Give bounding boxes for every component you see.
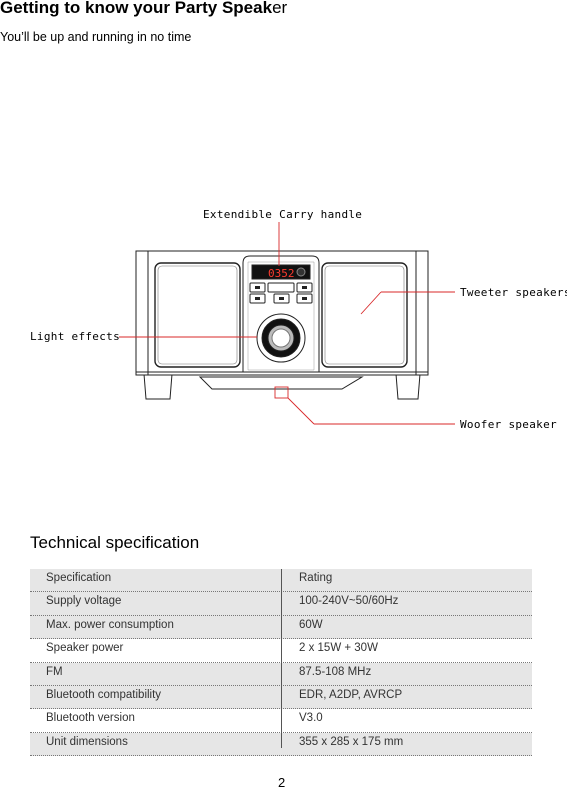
spec-value: V3.0 bbox=[299, 712, 323, 725]
base-stand bbox=[198, 376, 364, 390]
callout-carry-handle: Extendible Carry handle bbox=[203, 208, 363, 221]
volume-knob bbox=[256, 313, 306, 363]
spec-value: 2 x 15W + 30W bbox=[299, 642, 378, 655]
table-column-divider bbox=[281, 569, 282, 748]
page-title: Getting to know your Party Speaker bbox=[0, 0, 287, 18]
page-title-main: Getting to know your Party Speak bbox=[0, 0, 273, 17]
center-console bbox=[242, 255, 320, 373]
right-foot bbox=[395, 373, 421, 400]
callout-light-effects: Light effects bbox=[30, 330, 120, 343]
right-speaker-panel bbox=[321, 262, 408, 368]
page-subtitle: You’ll be up and running in no time bbox=[0, 30, 192, 44]
spec-value: EDR, A2DP, AVRCP bbox=[299, 688, 403, 701]
spec-label: Bluetooth compatibility bbox=[46, 688, 162, 701]
spec-heading: Technical specification bbox=[30, 533, 200, 552]
spec-label: Max. power consumption bbox=[46, 618, 174, 631]
spec-value: 100-240V~50/60Hz bbox=[299, 595, 399, 608]
party-speaker-diagram: 0352 bbox=[119, 222, 455, 425]
spec-value: 355 x 285 x 175 mm bbox=[299, 735, 404, 748]
page-title-tail: er bbox=[272, 0, 288, 17]
spec-label: Speaker power bbox=[46, 642, 124, 655]
spec-label: Supply voltage bbox=[46, 595, 122, 608]
spec-label: Bluetooth version bbox=[46, 712, 135, 725]
left-foot bbox=[143, 373, 173, 400]
callout-tweeter-speakers: Tweeter speakers bbox=[460, 286, 567, 299]
display-panel bbox=[251, 264, 311, 280]
page-number: 2 bbox=[278, 775, 286, 790]
spec-label: Unit dimensions bbox=[46, 735, 128, 748]
spec-label: Specification bbox=[46, 572, 112, 584]
spec-value: Rating bbox=[299, 572, 333, 584]
spec-value: 60W bbox=[299, 618, 323, 631]
spec-label: FM bbox=[46, 665, 63, 678]
callout-woofer-speaker: Woofer speaker bbox=[460, 418, 557, 431]
speaker-illustration bbox=[135, 250, 429, 400]
spec-value: 87.5-108 MHz bbox=[299, 665, 372, 678]
display-digits: 0352 bbox=[268, 267, 295, 280]
left-speaker-panel bbox=[154, 262, 241, 368]
callout-lines bbox=[119, 222, 455, 425]
